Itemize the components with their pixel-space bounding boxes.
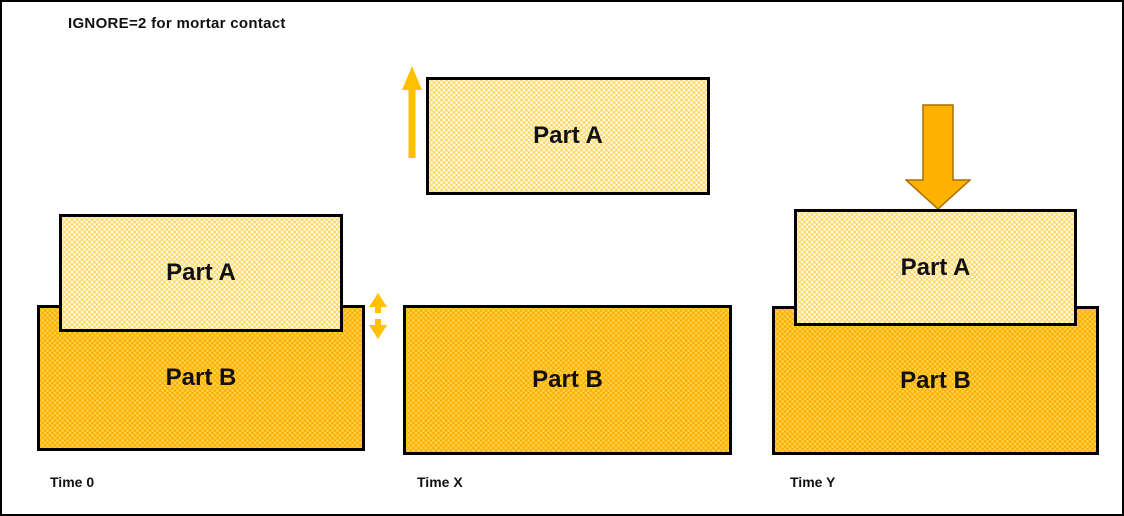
part-a-label: Part A (900, 253, 971, 281)
timex-label: Time X (417, 474, 463, 490)
time0-label: Time 0 (50, 474, 95, 490)
timex-part-a-box: Part A (426, 77, 710, 195)
timey-label: Time Y (790, 474, 836, 490)
vertical-double-arrow-icon (369, 293, 387, 339)
timex-part-b-box: Part B (403, 305, 732, 455)
part-a-label: Part A (166, 259, 236, 286)
time0-part-a-box: Part A (59, 214, 343, 332)
part-b-label: Part B (165, 364, 237, 391)
timey-part-b-box: Part B (772, 306, 1099, 455)
down-arrow-icon (905, 104, 971, 210)
up-arrow-icon (402, 66, 422, 158)
part-b-label: Part B (532, 366, 603, 393)
timey-part-a-box: Part A (794, 209, 1077, 326)
part-b-label: Part B (900, 366, 971, 394)
part-a-label: Part A (533, 122, 603, 149)
diagram-title: IGNORE=2 for mortar contact (68, 15, 286, 32)
